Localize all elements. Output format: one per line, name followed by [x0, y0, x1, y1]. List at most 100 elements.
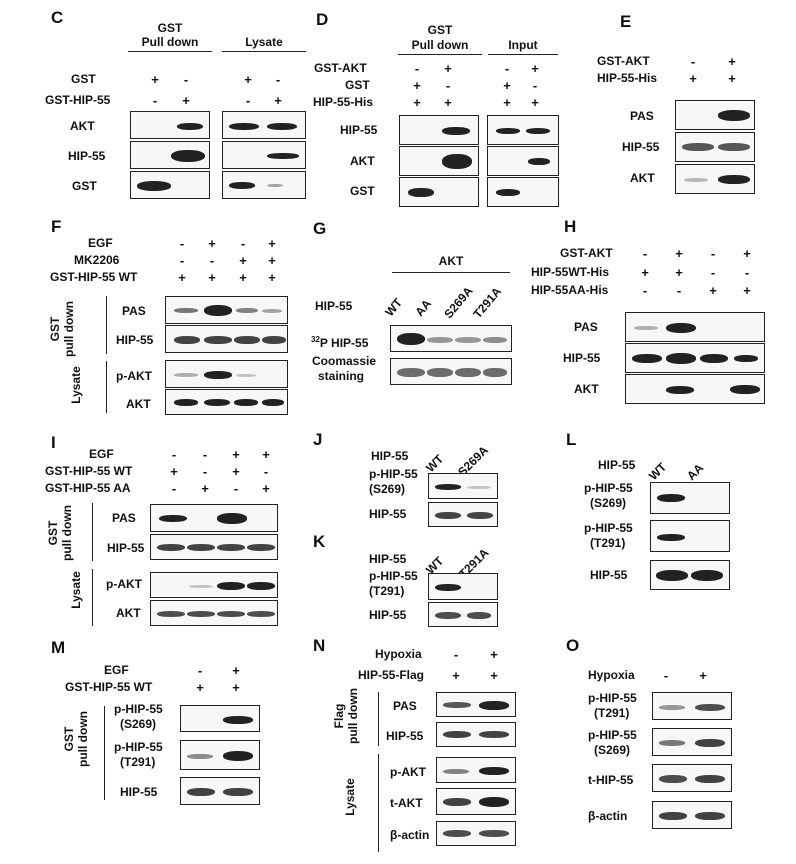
sign: +	[244, 72, 252, 87]
blot-label: p-AKT	[116, 369, 152, 383]
sign: +	[232, 680, 240, 695]
blot-label: Coomassie	[312, 354, 377, 368]
sign: +	[452, 668, 460, 683]
group-label-line: pull down	[346, 688, 360, 744]
sign: -	[183, 72, 189, 87]
protein-band	[443, 702, 471, 708]
western-blot	[165, 389, 288, 415]
sign: -	[532, 78, 538, 93]
column-header: Pull down	[411, 38, 469, 52]
header-underline	[398, 54, 482, 56]
row-label: HIP-55	[315, 299, 353, 313]
blot-label: p-HIP-55	[114, 702, 163, 716]
protein-band	[174, 308, 198, 313]
protein-band	[496, 189, 520, 196]
column-header: GST	[157, 21, 183, 35]
western-blot	[428, 502, 498, 527]
protein-band	[262, 309, 282, 313]
protein-band	[427, 368, 453, 377]
protein-band	[187, 788, 215, 796]
western-blot	[487, 115, 559, 145]
sign: +	[641, 265, 649, 280]
group-bracket	[106, 296, 108, 354]
blot-label: HIP-55	[340, 123, 378, 137]
lane-label: S269A	[441, 283, 476, 321]
protein-band	[634, 326, 658, 330]
group-label-line: pull down	[60, 505, 74, 561]
blot-label: HIP-55	[590, 568, 628, 582]
western-blot	[180, 777, 260, 805]
group-label: Lysate	[69, 571, 83, 609]
protein-band	[229, 123, 259, 130]
blot-label: HIP-55	[120, 785, 158, 799]
group-bracket	[378, 692, 380, 746]
row-label: EGF	[104, 663, 129, 677]
blot-label: p-HIP-55	[588, 728, 637, 742]
protein-band	[483, 337, 507, 343]
panel-label: I	[51, 433, 56, 452]
sign: +	[444, 95, 452, 110]
blot-label: p-HIP-55	[369, 467, 418, 481]
group-bracket	[92, 503, 94, 561]
group-bracket	[378, 754, 380, 852]
sign: -	[414, 61, 420, 76]
blot-label: (T291)	[594, 706, 630, 720]
protein-band	[682, 143, 714, 151]
sign: +	[743, 246, 751, 261]
protein-band	[659, 705, 685, 710]
protein-band	[234, 336, 260, 344]
panel-label: O	[566, 636, 580, 655]
western-blot	[675, 100, 755, 130]
protein-band	[496, 128, 520, 134]
blot-label: GST	[350, 184, 375, 198]
row-label: HIP-55	[369, 552, 407, 566]
blot-label: t-AKT	[390, 796, 423, 810]
protein-band	[718, 143, 750, 151]
blot-label: (T291)	[120, 755, 156, 769]
row-label: GST-HIP-55 WT	[50, 270, 138, 284]
protein-band	[137, 181, 171, 191]
panel-label: H	[564, 217, 577, 236]
protein-band	[479, 767, 509, 775]
row-label: Hypoxia	[588, 668, 635, 682]
row-label: HIP-55	[371, 449, 409, 463]
protein-band	[187, 754, 213, 759]
western-blot	[428, 473, 498, 499]
column-header: Lysate	[245, 35, 283, 49]
western-blot	[436, 722, 516, 747]
protein-band	[435, 512, 461, 519]
western-blot	[390, 358, 512, 385]
sign: +	[268, 253, 276, 268]
protein-band	[659, 812, 687, 820]
sign: +	[274, 93, 282, 108]
protein-band	[657, 494, 685, 502]
protein-band	[483, 368, 507, 377]
blot-label: HIP-55	[563, 351, 601, 365]
sign: -	[445, 78, 451, 93]
sign: -	[710, 265, 716, 280]
sign: -	[202, 447, 208, 462]
sign: -	[171, 481, 177, 496]
sign: -	[676, 283, 682, 298]
protein-band	[204, 336, 232, 344]
protein-band	[187, 544, 215, 551]
protein-band	[659, 740, 685, 746]
western-blot	[650, 482, 730, 514]
protein-band	[247, 544, 275, 551]
western-blot	[222, 141, 306, 169]
sign: +	[675, 246, 683, 261]
sign: +	[699, 668, 707, 683]
western-blot	[390, 325, 512, 352]
blot-label: β-actin	[588, 809, 628, 823]
protein-band	[443, 731, 471, 738]
blot-label: p-HIP-55	[584, 481, 633, 495]
sign: +	[444, 61, 452, 76]
column-header: Pull down	[141, 35, 199, 49]
sign: -	[690, 54, 696, 69]
protein-band	[656, 570, 688, 581]
header-underline	[392, 272, 510, 274]
blot-label: (S269)	[590, 496, 627, 510]
western-blot	[180, 705, 260, 732]
western-blot	[652, 764, 732, 792]
western-blot	[436, 692, 516, 717]
